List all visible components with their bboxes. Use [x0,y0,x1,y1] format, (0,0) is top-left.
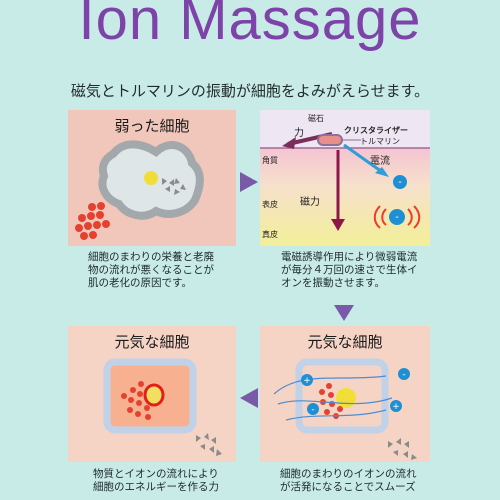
force-label: 力 [294,128,304,139]
svg-text:-: - [311,405,314,415]
svg-text:+: + [392,402,400,412]
crystalizer-label: クリスタライザー [344,126,408,135]
energetic-left-label: 元気な細胞 [114,333,190,351]
weak-cell-caption: 細胞のまわりの栄養と老廃物の流れが悪くなることが肌の老化の原因です。 [88,251,214,289]
energetic-right-panel: 元気な細胞 + - + - [260,326,430,462]
layer-label-1: 角質 [262,156,278,165]
subtitle: 磁気とトルマリンの振動が細胞をよみがえらせます。 [70,82,430,100]
crystalizer-body [317,134,343,146]
healthy-cell-nucleus [143,383,165,407]
ion-icons: + - + - [301,368,410,415]
active-cell-nucleus [336,388,356,408]
left-arrow-icon [240,388,258,408]
magnetic-force-label: 磁力 [300,197,320,208]
current-arrow [343,143,386,176]
svg-text:+: + [303,376,311,386]
weak-cell-illustration [75,140,204,240]
tourmaline-label: トルマリン [360,137,400,146]
weak-cell-label: 弱った細胞 [114,117,190,135]
layer-label-2: 表皮 [262,200,278,209]
energetic-right-caption: 細胞のまわりのイオンの流れが活発になることでスムーズに物質が動きます。 [280,468,417,493]
right-arrow-icon [240,172,258,192]
ion-icon [393,175,407,189]
process-illustration: - - [260,132,430,231]
svg-text:-: - [398,177,402,188]
process-caption: 電磁誘導作用により微弱電流が毎分４万回の速さで生体イオンを振動させます。 [281,251,418,289]
energetic-left-panel: 元気な細胞 [68,326,236,462]
active-cell-nutrients [319,383,343,419]
nutrient-particles [75,202,110,240]
waste-out-particles [196,433,222,456]
healthy-cell-nutrients [121,381,151,420]
waste-out-particles-right [388,438,417,460]
energetic-right-illustration: + - + - [273,358,417,460]
layer-label-3: 真皮 [262,230,278,239]
svg-text:-: - [402,370,405,380]
energetic-left-caption: 物質とイオンの流れにより細胞のエネルギーを作る力が高まります。 [93,468,219,493]
process-panel: - - 磁石 力 クリスタライザー トルマリン 電流 磁力 角質 表皮 真皮 [260,110,430,246]
weak-cell-nucleus [144,171,158,185]
svg-text:-: - [395,212,399,223]
vibrating-ion-icon [389,209,405,225]
main-title: Ion Massage [78,0,422,52]
waste-particles [162,178,186,195]
energetic-right-label: 元気な細胞 [307,333,383,351]
magnet-label: 磁石 [308,114,324,123]
down-arrow-icon [334,305,354,321]
ion-flow-line [273,375,387,395]
energetic-left-illustration [103,358,222,456]
weak-cell-panel: 弱った細胞 [68,110,236,246]
current-label: 電流 [370,156,390,167]
